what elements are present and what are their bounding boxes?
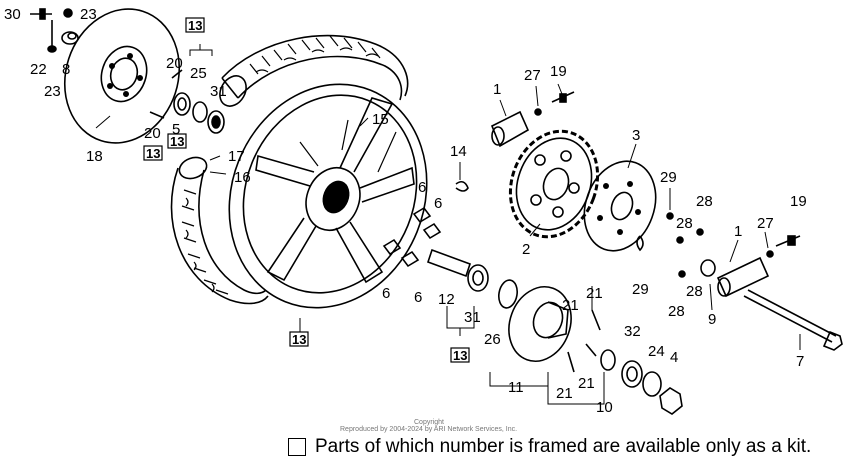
disc-bolts <box>30 8 79 53</box>
callout-19: 19 <box>790 193 807 210</box>
callout-23: 23 <box>80 6 97 23</box>
callout-18: 18 <box>86 148 103 165</box>
callout-11: 11 <box>508 379 524 396</box>
callout-31: 31 <box>464 309 481 326</box>
callout-23: 23 <box>44 83 61 100</box>
callout-21: 21 <box>578 375 595 392</box>
chain-adjusters <box>490 110 770 298</box>
callout-3: 3 <box>632 127 640 144</box>
kit-label-13: 13 <box>146 146 160 161</box>
kit-note: Parts of which number is framed are avai… <box>288 436 811 458</box>
callout-1: 1 <box>734 223 742 240</box>
callout-31: 31 <box>210 83 227 100</box>
drive-sprocket <box>508 129 600 239</box>
callout-6: 6 <box>382 285 390 302</box>
upper-tire <box>219 34 409 107</box>
right-hub-parts <box>600 349 683 415</box>
callout-20: 20 <box>166 55 183 72</box>
callout-21: 21 <box>586 285 603 302</box>
callout-10: 10 <box>596 399 613 416</box>
rear-axle <box>743 289 843 351</box>
callout-6: 6 <box>418 179 426 196</box>
callout-8: 8 <box>62 61 70 78</box>
callout-27: 27 <box>757 215 774 232</box>
left-hub-parts <box>149 69 225 134</box>
kit-label-13: 13 <box>188 18 202 33</box>
callout-21: 21 <box>556 385 573 402</box>
callout-21: 21 <box>562 297 579 314</box>
copyright-title: Copyright <box>414 419 444 426</box>
callout-12: 12 <box>438 291 455 308</box>
sprocket-cover <box>583 160 657 252</box>
callout-6: 6 <box>434 195 442 212</box>
kit-label-13: 13 <box>292 332 306 347</box>
callout-28: 28 <box>686 283 703 300</box>
callout-29: 29 <box>660 169 677 186</box>
callout-25: 25 <box>190 65 207 82</box>
copyright-text: Reproduced by 2004-2024 by ARI Network S… <box>340 426 518 433</box>
frame-symbol-icon <box>288 438 306 456</box>
callout-19: 19 <box>550 63 567 80</box>
callout-20: 20 <box>144 125 161 142</box>
adjuster-hardware <box>636 212 801 278</box>
leader-lines <box>95 83 801 350</box>
kit-note-text: Parts of which number is framed are avai… <box>315 436 812 457</box>
callout-32: 32 <box>624 323 641 340</box>
callout-26: 26 <box>484 331 501 348</box>
kit-label-13: 13 <box>170 134 184 149</box>
sprocket-bolts <box>382 206 442 268</box>
callout-22: 22 <box>30 61 47 78</box>
callout-15: 15 <box>372 111 389 128</box>
lower-tire <box>170 156 269 305</box>
callout-17: 17 <box>228 148 245 165</box>
brake-disc <box>63 8 181 144</box>
callout-6: 6 <box>414 289 422 306</box>
distance-collar <box>426 248 518 309</box>
callout-14: 14 <box>450 143 467 160</box>
callout-28: 28 <box>676 215 693 232</box>
callout-5: 5 <box>172 121 180 138</box>
callout-7: 7 <box>796 353 804 370</box>
kit-label-13: 13 <box>453 348 467 363</box>
callout-9: 9 <box>708 311 716 328</box>
callout-2: 2 <box>522 241 530 258</box>
callout-29: 29 <box>632 281 649 298</box>
callout-28: 28 <box>696 193 713 210</box>
callout-30: 30 <box>4 6 21 23</box>
collar <box>455 180 469 192</box>
driven-flange <box>508 286 601 373</box>
callout-4: 4 <box>670 349 678 366</box>
top-bolts <box>534 91 575 116</box>
cast-wheel <box>228 83 428 309</box>
callout-27: 27 <box>524 67 541 84</box>
callout-1: 1 <box>493 81 501 98</box>
callout-numbers: 30 23 22 8 23 18 20 25 31 5 20 17 16 15 … <box>4 6 807 416</box>
kit-labels: 13 13 13 13 13 <box>143 17 470 363</box>
callout-24: 24 <box>648 343 665 360</box>
callout-16: 16 <box>234 169 251 186</box>
callout-28: 28 <box>668 303 685 320</box>
